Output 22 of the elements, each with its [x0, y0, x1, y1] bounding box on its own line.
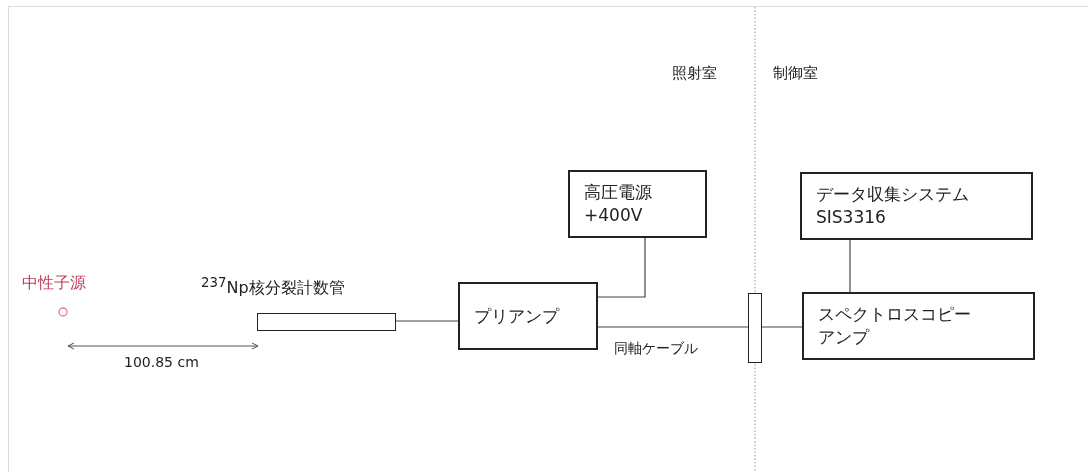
box-label: 高圧電源	[584, 181, 653, 204]
bar-shape	[748, 293, 762, 363]
component-label: $^{237}$Np核分裂計数管	[201, 275, 345, 300]
connector-line	[761, 326, 803, 328]
box-label: スペクトロスコピーアンプ	[818, 303, 972, 349]
process-box	[458, 282, 598, 350]
dimension-label: 100.85 cm	[124, 354, 199, 370]
box-label: データ収集システム	[816, 183, 970, 206]
box-label: +400V	[584, 204, 644, 227]
connector-line	[395, 320, 459, 322]
edge-label: 同軸ケーブル	[614, 340, 698, 358]
connector-line	[597, 237, 646, 298]
connector-line	[849, 239, 851, 293]
source-label: 中性子源	[22, 273, 86, 294]
connector-line	[597, 326, 749, 328]
box-label: SIS3316	[816, 206, 887, 229]
process-box	[800, 172, 1033, 240]
room-label: 照射室	[672, 64, 717, 83]
room-label: 制御室	[773, 64, 818, 83]
process-box	[802, 292, 1035, 360]
box-label: プリアンプ	[474, 304, 561, 328]
process-box	[568, 170, 707, 238]
